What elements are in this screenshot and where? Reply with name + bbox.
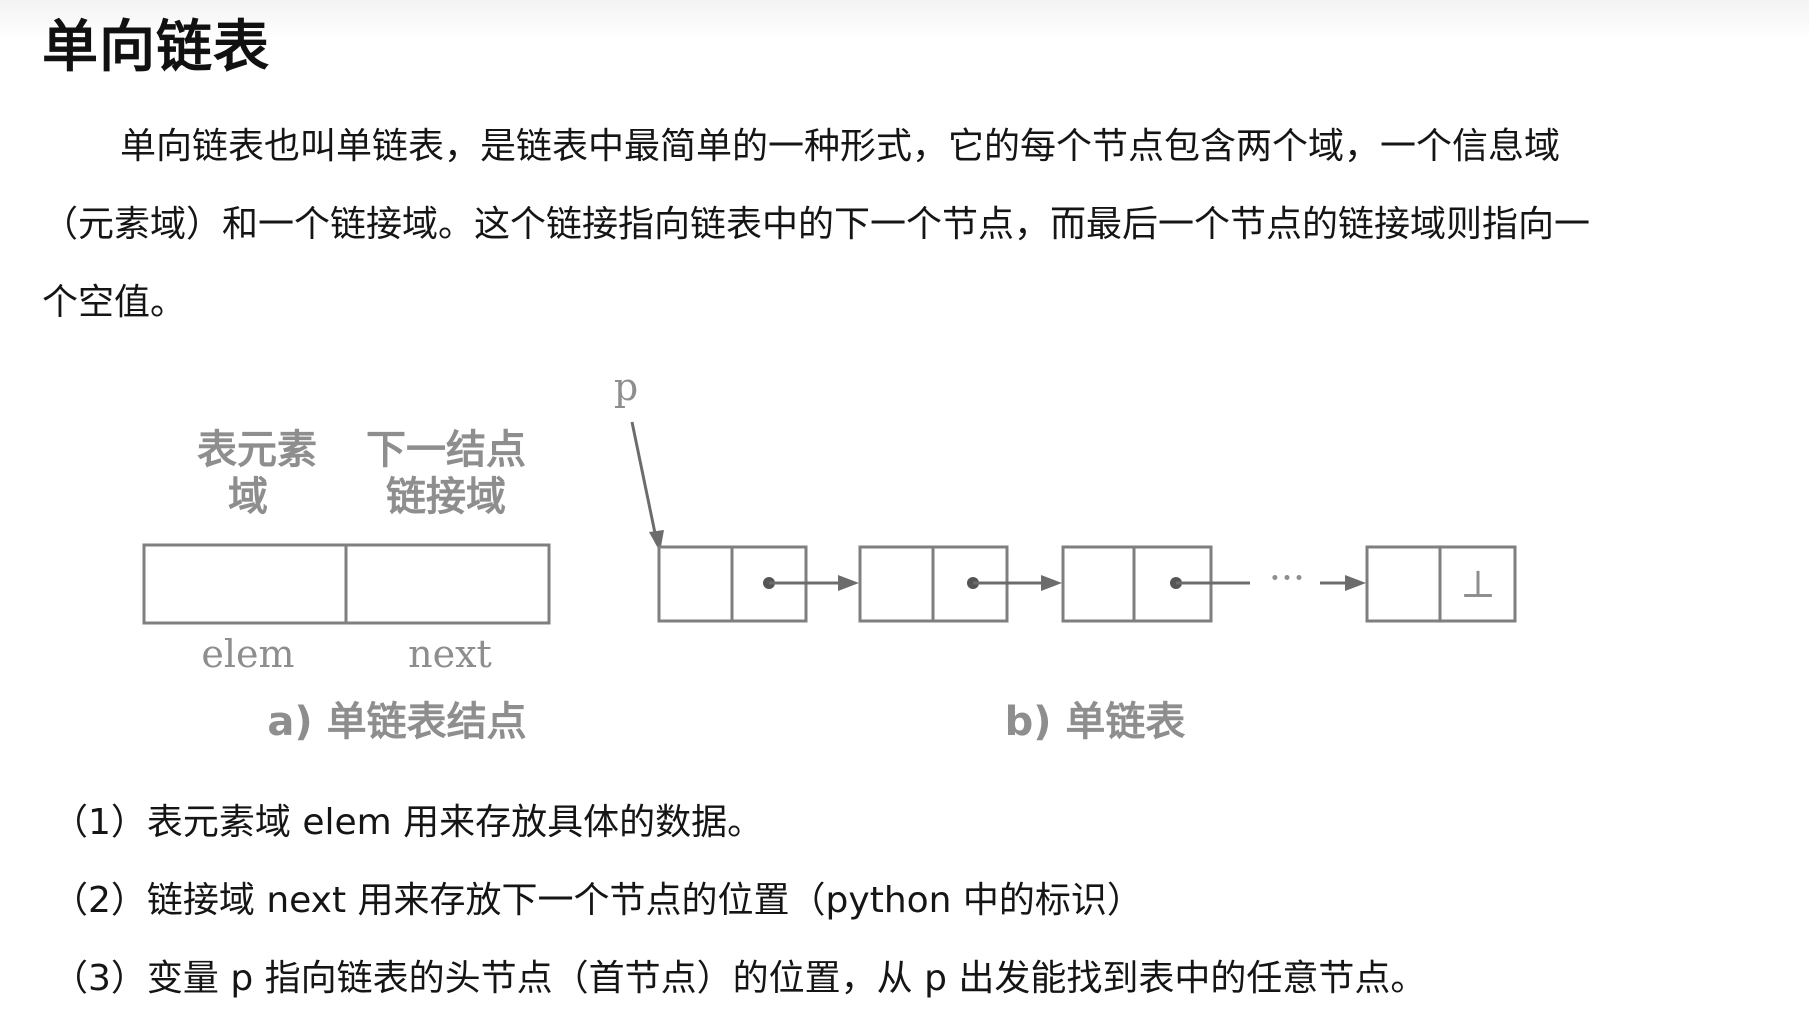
intro-paragraph: 单向链表也叫单链表，是链表中最简单的一种形式，它的每个节点包含两个域，一个信息域… <box>42 126 1591 323</box>
ellipsis-dots: ··· <box>1269 556 1305 600</box>
node2-link-arrowhead <box>1041 575 1062 591</box>
node3-elem-box <box>1061 545 1136 623</box>
list-caption: b) 单链表 <box>1005 699 1186 745</box>
node1-elem-box <box>657 545 734 623</box>
elem-field-header-line2: 域 <box>228 474 268 520</box>
node-structure-figure: 表元素 域 下一结点 链接域 elem next a) 单链表结点 <box>142 427 551 745</box>
linked-list-figure: 表元素 域 下一结点 链接域 elem next a) 单链表结点 p ··· <box>142 365 1517 745</box>
next-field-box <box>344 543 551 625</box>
linked-list-chain-figure: p ··· ⊥ b) 单链表 <box>614 365 1517 745</box>
elem-field-header-line1: 表元素 <box>197 427 317 473</box>
page-title: 单向链表 <box>42 15 270 80</box>
last-node-next-box <box>1438 545 1517 623</box>
elem-field-label: elem <box>201 632 294 676</box>
elem-field-box <box>142 543 348 625</box>
pointer-p-line <box>630 421 658 539</box>
pointer-p-label: p <box>614 365 638 409</box>
node1-link-arrowhead <box>838 575 859 591</box>
next-field-label: next <box>408 632 492 676</box>
node3-link-arrowhead <box>1345 575 1366 591</box>
top-shade <box>0 0 1809 40</box>
node-caption: a) 单链表结点 <box>267 699 526 745</box>
note-item-1: （1）表元素域 elem 用来存放具体的数据。 <box>52 802 764 843</box>
node2-elem-box <box>858 545 935 623</box>
null-pointer-symbol: ⊥ <box>1460 562 1496 606</box>
last-node-elem-box <box>1365 545 1442 623</box>
next-field-header-line2: 链接域 <box>386 474 506 520</box>
note-item-2: （2）链接域 next 用来存放下一个节点的位置（python 中的标识） <box>52 880 1143 921</box>
next-field-header-line1: 下一结点 <box>366 427 526 473</box>
note-item-3: （3）变量 p 指向链表的头节点（首节点）的位置，从 p 出发能找到表中的任意节… <box>52 958 1427 999</box>
notes-list: （1）表元素域 elem 用来存放具体的数据。 （2）链接域 next 用来存放… <box>52 784 1426 1011</box>
